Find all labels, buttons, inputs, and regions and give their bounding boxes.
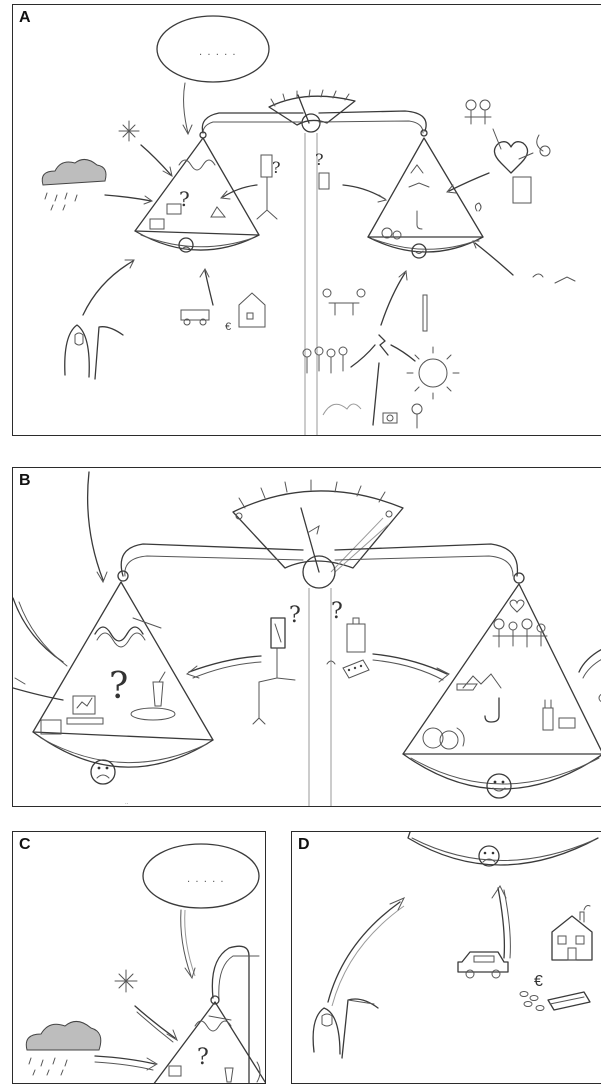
computer-icon: [66, 695, 104, 725]
raincloud-icon: [41, 159, 107, 211]
balance-scale-drawing-b: ?: [13, 471, 601, 806]
panel-b: B ?: [12, 467, 601, 807]
lightning-icon: [378, 334, 389, 356]
coins-icon: [519, 991, 545, 1011]
question-center-b: ?: [289, 603, 301, 628]
panel-label-c: C: [19, 836, 31, 853]
panel-label-b: B: [19, 472, 31, 489]
fruit-icon: [422, 727, 465, 750]
heart-icon: [509, 599, 525, 613]
sad-face-icon: [90, 759, 116, 785]
iv-bag-icon: [252, 617, 296, 725]
sad-face-icon: [478, 845, 500, 867]
question-left-a: ?: [179, 187, 190, 211]
sun-icon: [406, 346, 460, 400]
thermometer-icon: [512, 176, 532, 204]
happy-face-icon: [411, 243, 427, 259]
computer-icon: [168, 1065, 182, 1077]
snowflake-icon: [118, 120, 140, 142]
flower-icon: [411, 403, 423, 429]
speech-bubble-icon: . . . . .: [142, 843, 260, 909]
scale-gauge-icon: [268, 89, 356, 133]
panel-label-a: A: [19, 9, 31, 26]
svg-text:..: ..: [125, 800, 129, 806]
panel-d: D €: [291, 831, 601, 1084]
speech-dots-c: . . . . .: [187, 874, 225, 885]
scale-gauge-icon: [232, 479, 404, 589]
balance-scale-drawing-c: . . . . . ?: [25, 843, 265, 1083]
drink-icon: [224, 1067, 234, 1083]
panel-label-d: D: [298, 836, 310, 853]
drink-icon: [130, 671, 176, 721]
happy-face-icon: [486, 773, 512, 799]
euro-sign-a: €: [225, 321, 231, 333]
car-icon: [180, 309, 210, 326]
question-c: ?: [197, 1045, 209, 1070]
speech-dots: . . . . .: [199, 47, 237, 58]
camera-icon: [382, 412, 398, 424]
question-left-b: ?: [109, 666, 128, 707]
pills-icon: [342, 659, 370, 679]
question-pill-b: ?: [331, 599, 343, 624]
panel-a: A . . . . . ?: [12, 4, 601, 436]
briefcase-icon: [40, 719, 62, 735]
grim-reaper-icon: [312, 998, 379, 1059]
drink-bottle-icon: [346, 623, 366, 653]
sad-face-icon: [178, 237, 194, 253]
speech-bubble-icon: . . . . .: [156, 15, 270, 136]
euro-sign-d: €: [534, 973, 543, 990]
house-icon: [551, 905, 593, 961]
balance-scale-drawing-a: . . . . . ?: [41, 15, 576, 435]
raincloud-icon: [25, 1021, 102, 1076]
panel-c: C . . . . . ?: [12, 831, 266, 1084]
grim-reaper-icon: [64, 324, 124, 380]
crowd-icon: [302, 346, 348, 374]
heart-icon: [493, 141, 529, 174]
family-icon: [464, 99, 492, 125]
house-icon: [238, 292, 266, 328]
car-icon: [457, 951, 509, 979]
iv-bag-icon: [256, 154, 278, 220]
snowflake-icon: [114, 969, 138, 993]
cash-icon: [547, 991, 591, 1011]
balance-scale-drawing-d: €: [312, 832, 599, 1059]
family-icon: [492, 599, 548, 648]
question-pill-a: ?: [315, 150, 324, 169]
question-center-a: ?: [272, 158, 281, 177]
drink-icon: [318, 172, 330, 190]
